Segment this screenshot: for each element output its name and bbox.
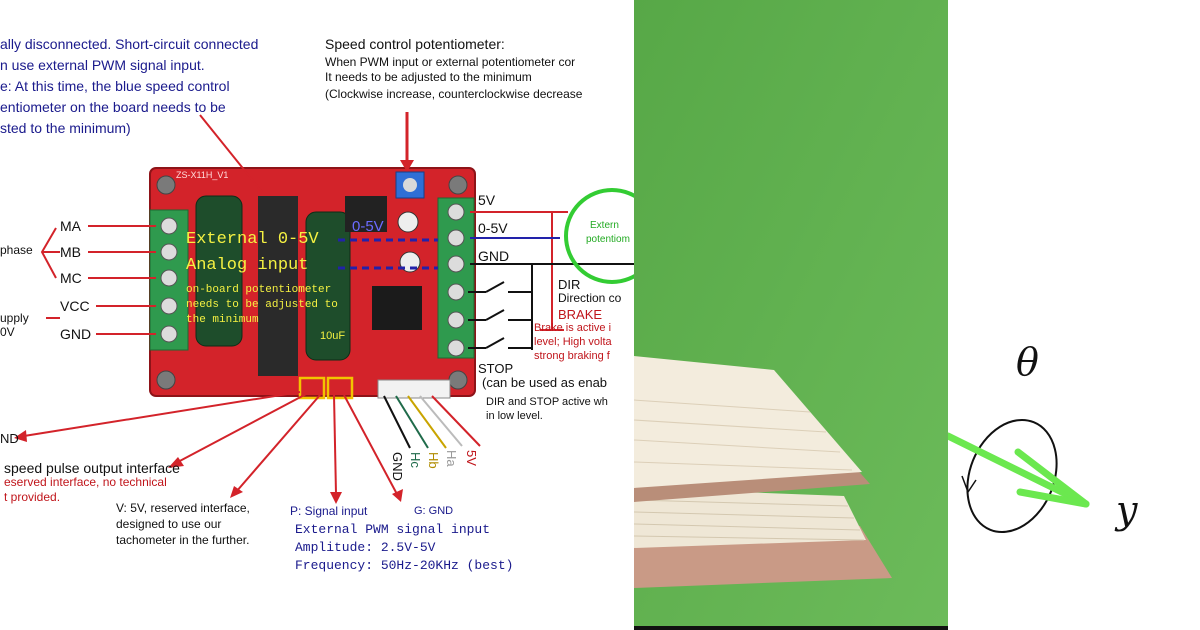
book-photo xyxy=(634,0,948,630)
brake-desc2: level; High volta xyxy=(534,336,612,348)
header-outline xyxy=(326,376,354,400)
stop-desc2: DIR and STOP active wh xyxy=(486,396,608,408)
pin-gnd-right: GND xyxy=(478,248,510,264)
g-gnd: G: GND xyxy=(414,505,454,517)
speed-pot-line3: (Clockwise increase, counterclockwise de… xyxy=(325,87,583,101)
pwm-line2: Amplitude: 2.5V-5V xyxy=(295,540,436,555)
speed-pot-line2: It needs to be adjusted to the minimum xyxy=(325,70,532,84)
rotation-diagram: θ y xyxy=(948,0,1200,630)
capacitor xyxy=(195,195,243,347)
pulse-label: speed pulse output interface xyxy=(4,460,180,476)
overlay-note3: the minimum xyxy=(186,314,259,326)
y-label: y xyxy=(1116,488,1138,532)
pin-dir: DIR xyxy=(558,277,581,292)
mount-hole-icon xyxy=(156,370,176,390)
mount-hole-icon xyxy=(448,175,468,195)
pin-vcc: VCC xyxy=(60,298,90,314)
top-note-line5: sted to the minimum) xyxy=(0,120,131,136)
top-note-line2: n use external PWM signal input. xyxy=(0,57,205,73)
hall-hc: Hc xyxy=(408,452,423,468)
book-pages xyxy=(634,488,866,548)
pin-ma: MA xyxy=(60,218,81,234)
ext-pot-line1: Extern xyxy=(590,220,619,231)
brake-desc3: strong braking f xyxy=(534,350,610,362)
board-silk: ZS-X11H_V1 xyxy=(176,170,229,180)
reserved-line2: t provided. xyxy=(4,490,61,504)
stop-desc3: in low level. xyxy=(486,410,543,422)
chip-label: 0-5V xyxy=(352,218,384,235)
board-artwork xyxy=(14,112,634,504)
mount-hole-icon xyxy=(156,175,176,195)
top-note-line3: e: At this time, the blue speed control xyxy=(0,78,230,94)
speed-pot-title: Speed control potentiometer: xyxy=(325,36,505,52)
pwm-line1: External PWM signal input xyxy=(295,522,491,537)
reserved-line1: eserved interface, no technical xyxy=(4,475,167,489)
rotation-ellipse xyxy=(966,418,1058,534)
vector-arrows xyxy=(948,432,1090,508)
nd-label: ND xyxy=(0,431,19,446)
pwm-line3: Frequency: 50Hz-20KHz (best) xyxy=(295,558,514,573)
hall-ha: Ha xyxy=(444,450,459,467)
hall-5v: 5V xyxy=(464,450,479,466)
theta-label: θ xyxy=(1016,340,1039,384)
v5-line2: designed to use our xyxy=(116,517,222,531)
book-open-pages xyxy=(634,356,862,488)
pin-5v: 5V xyxy=(478,192,496,208)
top-note-line4: entiometer on the board needs to be xyxy=(0,99,226,115)
external-pot-circle xyxy=(564,188,634,284)
pin-gnd: GND xyxy=(60,326,92,342)
mosfet-strip xyxy=(258,196,298,376)
driver-board-diagram: ally disconnected. Short-circuit connect… xyxy=(0,36,634,573)
overlay-note2: needs to be adjusted to xyxy=(186,299,338,311)
speed-pot-line1: When PWM input or external potentiometer… xyxy=(325,55,576,69)
hall-gnd: GND xyxy=(390,452,405,481)
overlay-note1: on-board potentiometer xyxy=(186,284,332,296)
overlay-analog: Analog input xyxy=(186,256,309,275)
v5-line1: V: 5V, reserved interface, xyxy=(116,501,250,515)
rotation-arrow-icon xyxy=(961,475,977,494)
supply-label: upply xyxy=(0,311,29,325)
pin-mc: MC xyxy=(60,270,82,286)
capacitor xyxy=(305,211,351,361)
hall-connector xyxy=(377,379,451,399)
top-note-line1: ally disconnected. Short-circuit connect… xyxy=(0,36,259,52)
phase-label: phase xyxy=(0,243,33,257)
stop-desc1: (can be used as enab xyxy=(482,375,608,390)
dir-desc: Direction co xyxy=(558,291,622,305)
pin-0-5v: 0-5V xyxy=(478,220,508,236)
pin-stop: STOP xyxy=(478,361,514,376)
hall-hb: Hb xyxy=(426,452,441,469)
header-outline xyxy=(298,376,326,400)
brake-desc1: Brake is active i xyxy=(534,322,612,334)
overlay-external: External 0-5V xyxy=(186,230,319,249)
cap-label: 10uF xyxy=(320,330,346,342)
regulator-chip xyxy=(345,196,387,232)
p-signal: P: Signal input xyxy=(290,504,368,518)
mount-hole-icon xyxy=(448,370,468,390)
right-terminal-block xyxy=(437,197,475,359)
pin-brake: BRAKE xyxy=(558,307,603,322)
pin-mb: MB xyxy=(60,244,81,260)
driver-ic xyxy=(372,286,422,330)
ext-pot-line2: potentiom xyxy=(586,234,630,245)
supply-voltage: 0V xyxy=(0,325,15,339)
v5-line3: tachometer in the further. xyxy=(116,533,250,547)
